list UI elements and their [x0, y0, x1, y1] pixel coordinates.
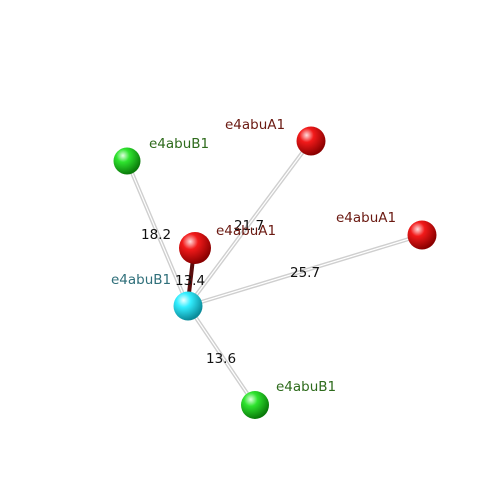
- bond-length-label: 13.6: [206, 351, 236, 367]
- node-label: e4abuB1: [276, 379, 336, 395]
- edge-center-a1-right: 25.7: [187, 233, 423, 308]
- node-label: e4abuA1: [216, 223, 276, 239]
- node-center[interactable]: e4abuB1: [111, 272, 203, 321]
- bond-length-label: 13.4: [175, 273, 205, 289]
- bond-highlight: [187, 234, 423, 307]
- bond-highlight: [187, 140, 312, 307]
- node-label: e4abuB1: [149, 136, 209, 152]
- node-label: e4abuA1: [336, 210, 396, 226]
- node-a1-close[interactable]: e4abuA1: [179, 223, 276, 264]
- bond-highlight: [126, 160, 189, 307]
- node-b1-top[interactable]: e4abuB1: [113, 136, 210, 175]
- green-sphere-icon: [113, 147, 141, 175]
- green-sphere-icon: [241, 391, 269, 419]
- red-sphere-icon: [179, 232, 211, 264]
- node-label: e4abuA1: [225, 117, 285, 133]
- node-a1-right[interactable]: e4abuA1: [336, 210, 437, 250]
- bond-length-label: 25.7: [290, 265, 320, 281]
- bond-length-label: 21.7: [234, 218, 264, 234]
- node-b1-bottom[interactable]: e4abuB1: [241, 379, 336, 419]
- red-sphere-icon: [407, 220, 437, 250]
- edge-center-b1-top: 18.2: [125, 160, 190, 307]
- edge-center-b1-bottom: 13.6: [186, 304, 257, 407]
- bond-length-label: 18.2: [141, 227, 171, 243]
- edge-center-a1-top: 21.7: [186, 139, 313, 308]
- node-a1-top[interactable]: e4abuA1: [225, 117, 326, 156]
- red-sphere-icon: [296, 126, 326, 156]
- cyan-sphere-icon: [173, 291, 203, 321]
- bond-highlight: [187, 305, 256, 406]
- node-label: e4abuB1: [111, 272, 171, 288]
